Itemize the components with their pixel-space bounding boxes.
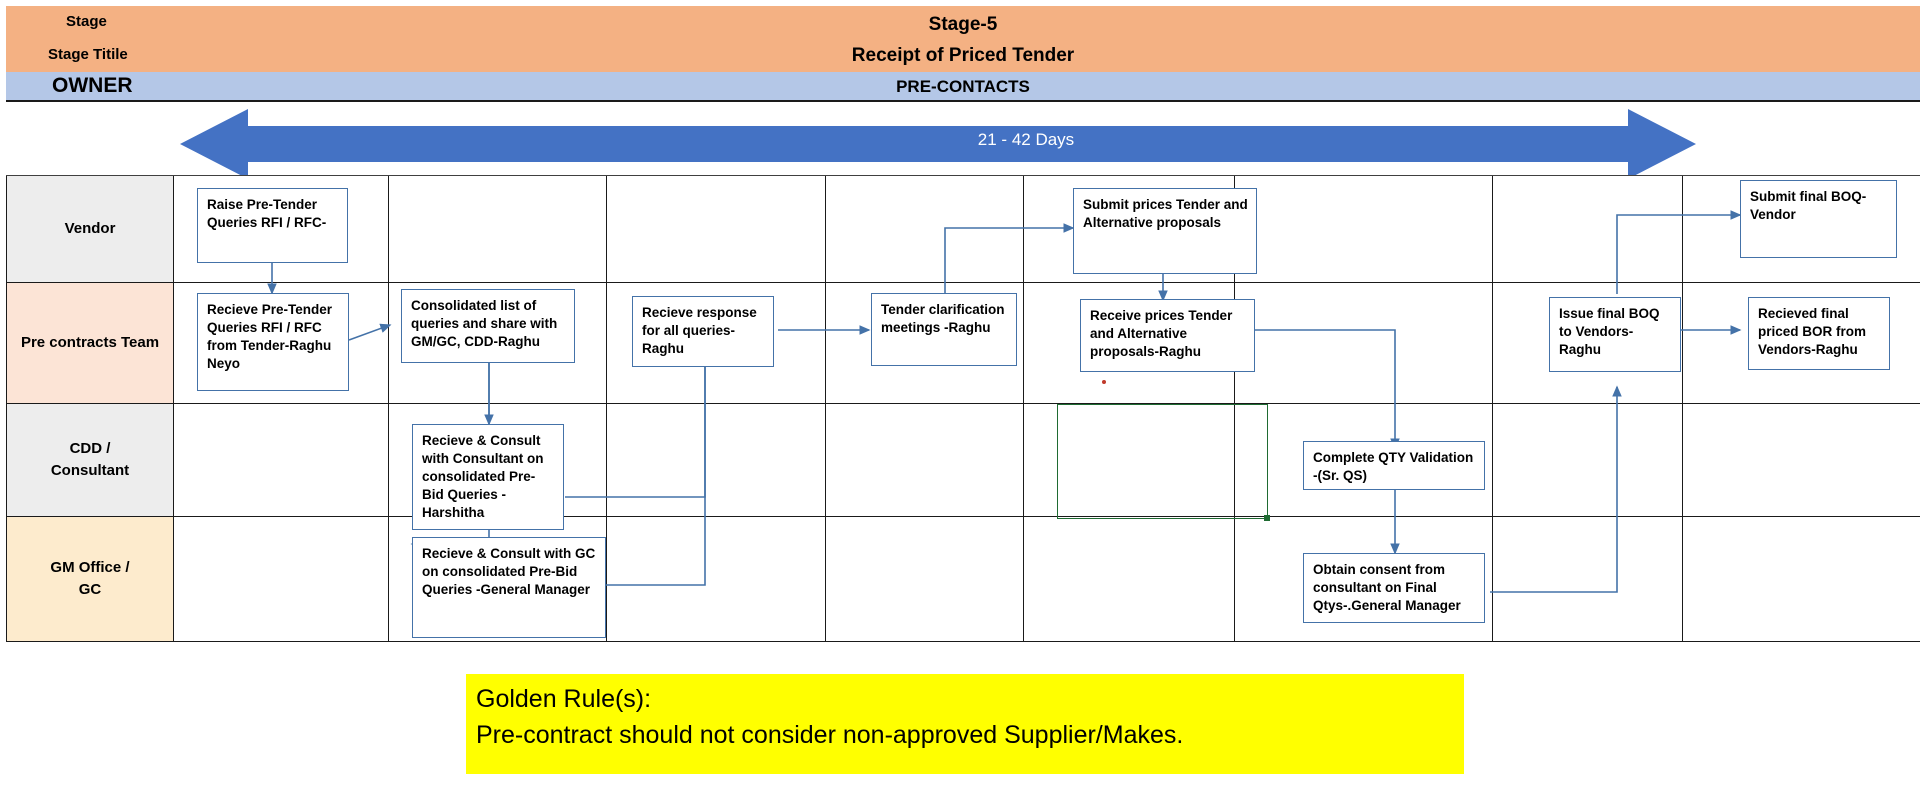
lane-label-gm-office-gc: GM Office /GC xyxy=(6,517,174,641)
lane-label-vendor: Vendor xyxy=(6,176,174,282)
owner-value: PRE-CONTACTS xyxy=(896,77,1030,96)
box-vendor-raise-queries[interactable]: Raise Pre-Tender Queries RFI / RFC- xyxy=(197,188,348,263)
duration-arrow-band: 21 - 42 Days xyxy=(6,104,1920,176)
box-pc-receive-queries[interactable]: Recieve Pre-Tender Queries RFI / RFC fro… xyxy=(197,293,349,391)
column-separator xyxy=(388,517,389,641)
column-separator xyxy=(825,283,826,403)
stage-title-label: Stage Titile xyxy=(48,46,128,63)
stage-number: Stage-5 xyxy=(928,14,998,35)
column-separator xyxy=(825,404,826,516)
column-separator xyxy=(1492,283,1493,403)
lane-label-cdd-consultant: CDD /Consultant xyxy=(6,404,174,516)
stage-label: Stage xyxy=(66,13,107,30)
owner-band: OWNER PRE-CONTACTS xyxy=(6,72,1920,102)
column-separator xyxy=(1492,404,1493,516)
lane-label-pre-contracts-team: Pre contracts Team xyxy=(6,283,174,403)
owner-label: OWNER xyxy=(52,74,133,97)
stage-header-band: Stage Stage Titile Stage-5 Receipt of Pr… xyxy=(6,6,1920,72)
duration-text: 21 - 42 Days xyxy=(977,130,1075,149)
column-separator xyxy=(1023,283,1024,403)
box-cdd-qty-validation[interactable]: Complete QTY Validation -(Sr. QS) xyxy=(1303,441,1485,490)
column-separator xyxy=(606,176,607,282)
column-separator xyxy=(606,404,607,516)
double-headed-arrow-icon xyxy=(180,109,1696,175)
column-separator xyxy=(606,283,607,403)
box-gm-consult-gc[interactable]: Recieve & Consult with GC on consolidate… xyxy=(412,537,606,638)
comment-marker-icon xyxy=(1102,380,1106,384)
column-separator xyxy=(388,176,389,282)
box-pc-receive-prices[interactable]: Receive prices Tender and Alternative pr… xyxy=(1080,299,1255,372)
box-pc-consolidated-list[interactable]: Consolidated list of queries and share w… xyxy=(401,289,575,363)
column-separator xyxy=(606,517,607,641)
box-pc-received-final-bor[interactable]: Recieved final priced BOR from Vendors-R… xyxy=(1748,297,1890,370)
column-separator xyxy=(1682,517,1683,641)
column-separator xyxy=(1492,517,1493,641)
column-separator xyxy=(1023,517,1024,641)
column-separator xyxy=(1023,404,1024,516)
lane-body-vendor xyxy=(174,176,1920,282)
column-separator xyxy=(825,176,826,282)
column-separator xyxy=(1682,176,1683,282)
box-pc-issue-final-boq[interactable]: Issue final BOQ to Vendors-Raghu xyxy=(1549,297,1681,372)
box-pc-tender-clarification[interactable]: Tender clarification meetings -Raghu xyxy=(871,293,1017,366)
selected-cell-highlight[interactable] xyxy=(1057,404,1270,521)
column-separator xyxy=(825,517,826,641)
box-pc-receive-response[interactable]: Recieve response for all queries-Raghu xyxy=(632,296,774,367)
column-separator xyxy=(1234,404,1235,516)
column-separator xyxy=(1492,176,1493,282)
column-separator xyxy=(1023,176,1024,282)
box-vendor-submit-final-boq[interactable]: Submit final BOQ-Vendor xyxy=(1740,180,1897,258)
column-separator xyxy=(1234,517,1235,641)
golden-rule-text: Pre-contract should not consider non-app… xyxy=(476,720,1184,749)
stage-title-value: Receipt of Priced Tender xyxy=(851,45,1075,66)
lane-cdd-consultant: CDD /Consultant xyxy=(6,404,1920,517)
column-separator xyxy=(1682,283,1683,403)
golden-rule-title: Golden Rule(s): xyxy=(476,685,652,713)
lane-gm-office-gc: GM Office /GC xyxy=(6,517,1920,642)
box-vendor-submit-prices[interactable]: Submit prices Tender and Alternative pro… xyxy=(1073,188,1257,274)
selection-handle[interactable] xyxy=(1264,515,1270,521)
box-cdd-consult-consultant[interactable]: Recieve & Consult with Consultant on con… xyxy=(412,424,564,530)
column-separator xyxy=(388,404,389,516)
column-separator xyxy=(388,283,389,403)
box-gm-obtain-consent[interactable]: Obtain consent from consultant on Final … xyxy=(1303,553,1485,623)
golden-rule-callout: Golden Rule(s): Pre-contract should not … xyxy=(466,674,1464,774)
column-separator xyxy=(1682,404,1683,516)
